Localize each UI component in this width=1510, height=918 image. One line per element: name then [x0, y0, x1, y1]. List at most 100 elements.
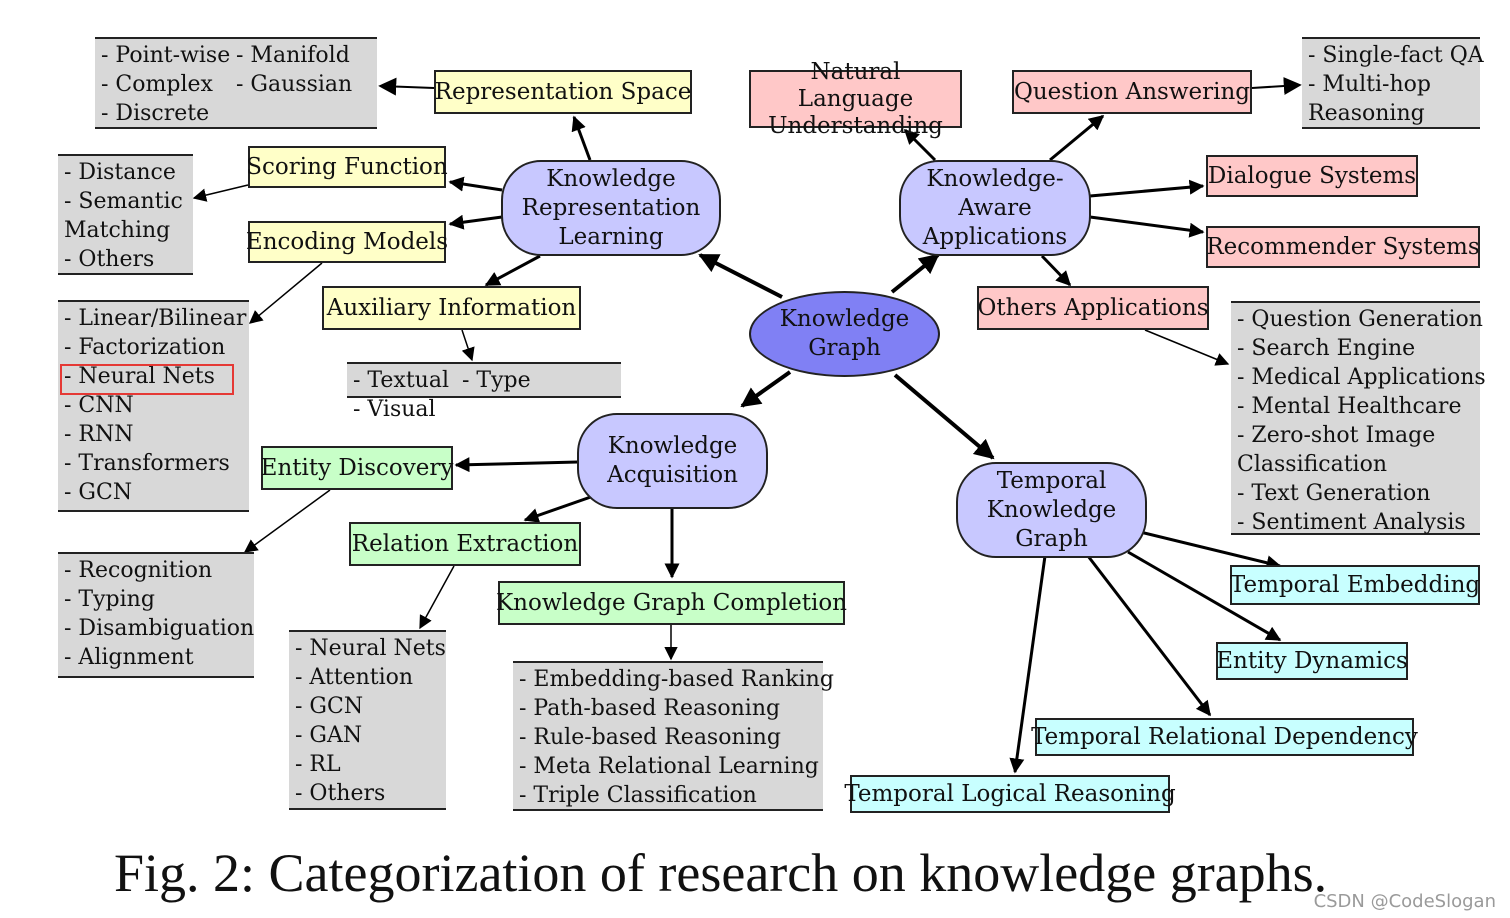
box-auxiliary-information: Auxiliary Information — [322, 286, 581, 330]
arrow-kaa-others — [1040, 254, 1072, 287]
arrow-krl-scoring — [448, 176, 503, 192]
box-dialogue-systems: Dialogue Systems — [1206, 155, 1418, 197]
list-item: - Alignment — [64, 645, 194, 670]
list-item: - Single-fact QA — [1308, 43, 1484, 68]
box-natural-language-understanding: Natural Language Understanding — [749, 59, 962, 139]
arrow-kaa-nlu — [903, 128, 937, 162]
box-temporal-embedding: Temporal Embedding — [1230, 565, 1480, 605]
arrow-tkg-logical — [1009, 555, 1047, 774]
list-item: - Semantic — [64, 189, 183, 214]
list-item: - Medical Applications — [1237, 365, 1486, 390]
arrow-root-tkg — [893, 373, 995, 460]
figure-caption: Fig. 2: Categorization of research on kn… — [114, 843, 1328, 903]
list-item: - Text Generation — [1237, 481, 1431, 506]
node-temporal-knowledge-graph: Temporal Knowledge Graph — [956, 462, 1147, 558]
list-item: - Linear/Bilinear — [64, 306, 247, 331]
list-item: - Visual — [353, 397, 436, 422]
list-item: - Textual — [353, 368, 449, 393]
arrow-space-list — [378, 77, 435, 96]
list-item: - Search Engine — [1237, 336, 1416, 361]
list-item: - Attention — [295, 665, 414, 690]
list-item: - Neural Nets — [64, 364, 215, 389]
arrow-tkg-dynamics — [1127, 550, 1282, 642]
list-knowledge-graph-completion: - Embedding-based Ranking - Path-based R… — [513, 661, 834, 811]
arrow-ka-entity — [454, 457, 579, 473]
list-item: - Zero-shot Image — [1237, 423, 1436, 448]
box-recommender-systems: Recommender Systems — [1206, 226, 1480, 268]
list-item: - Embedding-based Ranking — [519, 667, 834, 692]
list-item: - Others — [64, 247, 155, 272]
list-item: - RNN — [64, 422, 134, 447]
arrow-krl-encoding — [448, 214, 503, 230]
list-item: - Gaussian — [236, 72, 353, 97]
box-relation-extraction: Relation Extraction — [349, 522, 581, 566]
list-item: - Point-wise — [101, 43, 231, 68]
list-item: - Type — [461, 368, 531, 393]
list-item: - Sentiment Analysis — [1237, 510, 1466, 535]
list-item: - Transformers — [64, 451, 230, 476]
arrow-kaa-qa — [1049, 114, 1105, 162]
arrow-tkg-embedding — [1139, 530, 1282, 571]
list-item: - Others — [295, 781, 386, 806]
list-item: Reasoning — [1308, 101, 1425, 126]
node-knowledge-representation-learning: Knowledge Representation Learning — [501, 160, 721, 256]
arrow-qa-list — [1251, 77, 1302, 95]
arrow-relation-list — [419, 565, 455, 630]
list-item: - Factorization — [64, 335, 226, 360]
watermark: CSDN @CodeSlogan — [1313, 891, 1496, 912]
list-item: - Mental Healthcare — [1237, 394, 1462, 419]
list-item: - Triple Classification — [519, 783, 757, 808]
list-item: - Meta Relational Learning — [519, 754, 819, 779]
arrow-krl-space — [571, 115, 592, 161]
arrow-kaa-recommender — [1089, 215, 1205, 238]
node-knowledge-aware-applications: Knowledge- Aware Applications — [899, 160, 1091, 256]
box-question-answering: Question Answering — [1012, 70, 1252, 114]
box-temporal-relational-dependency: Temporal Relational Dependency — [1031, 718, 1418, 756]
box-knowledge-graph-completion: Knowledge Graph Completion — [496, 581, 847, 625]
list-entity-discovery: - Recognition - Typing - Disambiguation … — [58, 552, 254, 678]
box-entity-dynamics: Entity Dynamics — [1216, 642, 1408, 680]
list-item: - Multi-hop — [1308, 72, 1431, 97]
box-temporal-logical-reasoning: Temporal Logical Reasoning — [844, 775, 1176, 813]
list-item: - GCN — [64, 480, 133, 505]
arrow-encoding-list — [248, 262, 323, 324]
arrow-root-krl — [698, 253, 783, 299]
node-knowledge-acquisition: Knowledge Acquisition — [577, 413, 768, 509]
root-node-knowledge-graph: Knowledge Graph — [749, 291, 940, 377]
box-scoring-function: Scoring Function — [246, 146, 448, 188]
arrow-entity-list — [243, 489, 331, 553]
list-representation-space: - Point-wise- Manifold- Complex- Gaussia… — [95, 37, 377, 129]
list-question-answering: - Single-fact QA - Multi-hop Reasoning — [1302, 37, 1484, 129]
arrow-auxiliary-list — [461, 329, 475, 362]
list-item: - Disambiguation — [64, 616, 255, 641]
list-item: - RL — [295, 752, 341, 777]
arrow-kaa-dialogue — [1089, 179, 1205, 198]
list-item: - Rule-based Reasoning — [519, 725, 781, 750]
box-encoding-models: Encoding Models — [246, 221, 448, 263]
list-item: - Manifold — [236, 43, 350, 68]
list-item: - GAN — [295, 723, 363, 748]
arrow-others-list — [1144, 329, 1230, 366]
arrow-scoring-list — [192, 184, 249, 202]
list-item: - Neural Nets — [295, 636, 446, 661]
box-representation-space: Representation Space — [434, 70, 692, 114]
list-item: - Question Generation — [1237, 307, 1483, 332]
list-item: - Distance — [64, 160, 176, 185]
list-item: - Typing — [64, 587, 155, 612]
box-entity-discovery: Entity Discovery — [261, 446, 453, 490]
list-item: - Path-based Reasoning — [519, 696, 781, 721]
arrow-tkg-dependency — [1086, 555, 1212, 717]
arrow-root-ka — [740, 370, 792, 408]
list-item: - CNN — [64, 393, 134, 418]
highlight-neural-nets — [60, 364, 234, 395]
list-auxiliary-information: - Textual - Type - Visual — [347, 362, 621, 422]
arrow-root-kaa — [890, 253, 940, 294]
box-others-applications: Others Applications — [977, 286, 1209, 330]
list-encoding-models: - Linear/Bilinear - Factorization - Neur… — [58, 300, 249, 512]
list-item: - Discrete — [101, 101, 210, 126]
list-item: Matching — [64, 218, 171, 243]
list-scoring-function: - Distance - Semantic Matching - Others — [58, 154, 193, 275]
list-relation-extraction: - Neural Nets - Attention - GCN - GAN - … — [289, 630, 446, 810]
arrow-krl-auxiliary — [484, 254, 541, 287]
